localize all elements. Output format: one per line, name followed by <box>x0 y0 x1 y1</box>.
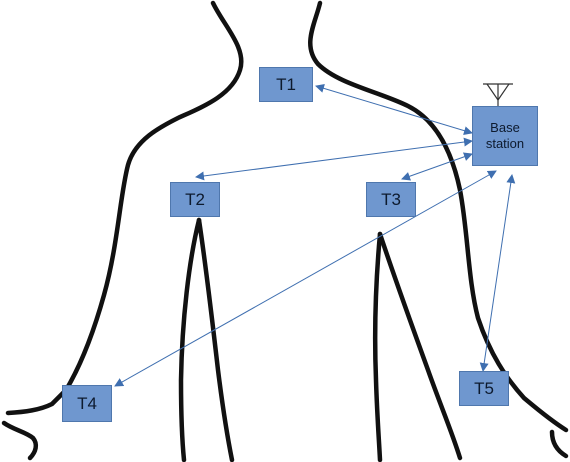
inner-arm-right <box>380 234 460 458</box>
node-t4: T4 <box>62 385 112 422</box>
body-outline-right <box>310 3 566 430</box>
node-t1: T1 <box>259 67 313 102</box>
antenna-icon <box>483 84 513 108</box>
inner-arm-left <box>199 220 232 460</box>
node-t3: T3 <box>366 182 416 217</box>
torso-line-right <box>375 234 380 460</box>
hand-right <box>552 432 566 456</box>
node-t5: T5 <box>459 371 509 406</box>
node-base-station: Base station <box>472 106 538 166</box>
link-t5-base <box>483 175 512 371</box>
link-t3-base <box>402 154 472 179</box>
link-t1-base <box>316 86 472 133</box>
link-t2-base <box>196 141 472 177</box>
links <box>115 86 512 386</box>
hand-left <box>4 423 36 458</box>
node-t2: T2 <box>170 182 220 217</box>
